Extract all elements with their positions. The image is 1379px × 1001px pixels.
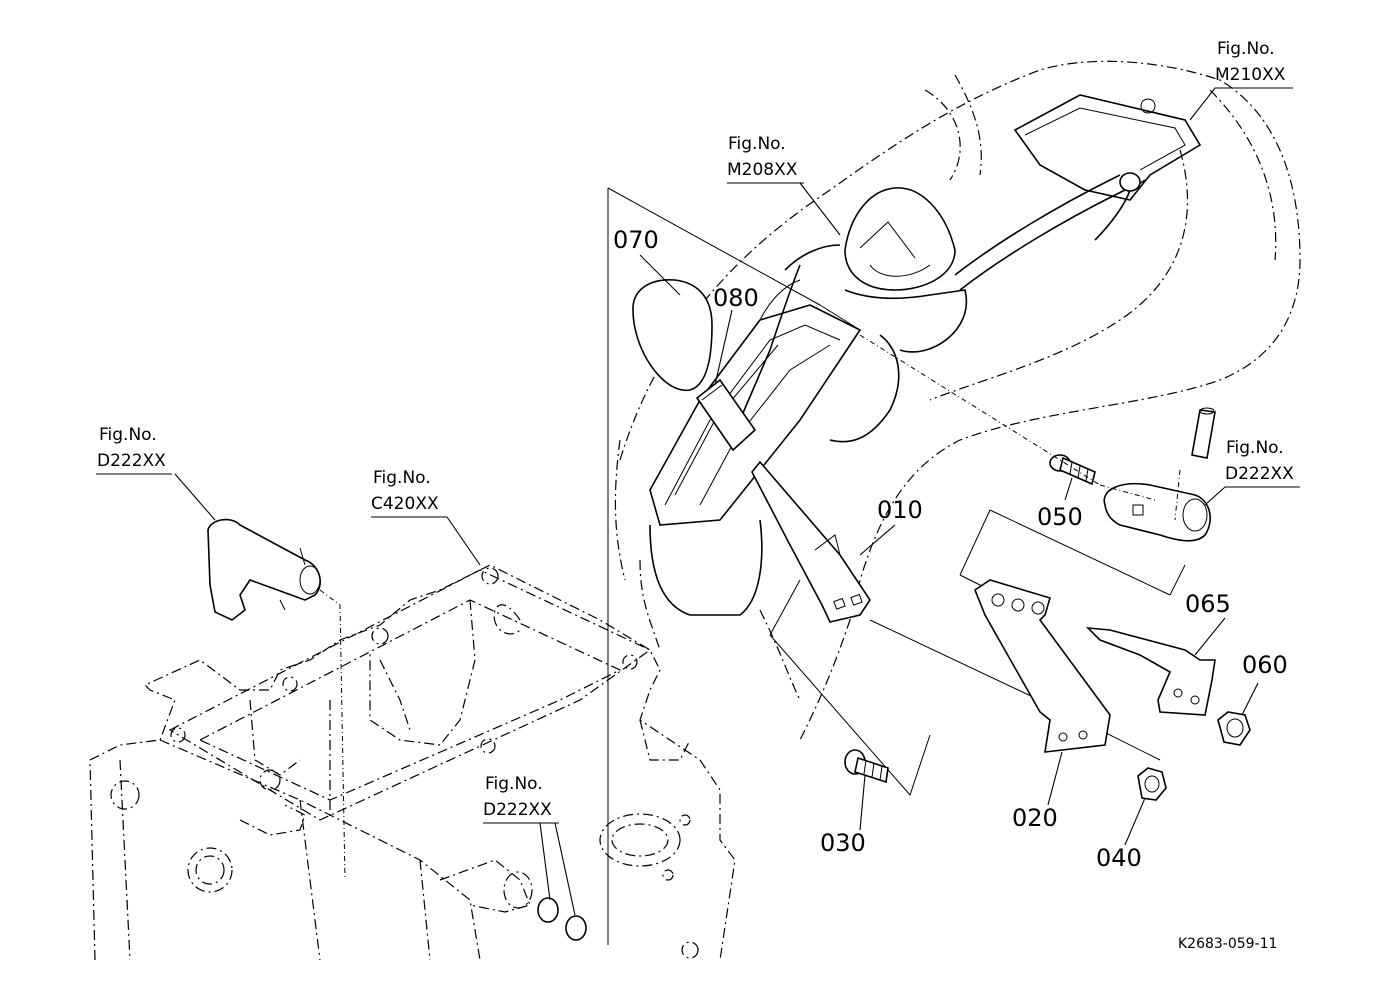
label-010: 010 <box>877 496 923 524</box>
part-070-cover <box>632 279 713 391</box>
fig-ref-d222-bottom: Fig.No. D222XX <box>483 774 552 820</box>
label-030: 030 <box>820 829 866 857</box>
shift-lever-left <box>207 518 346 881</box>
lever-bracket-right <box>1103 407 1216 542</box>
fig-ref-c420: Fig.No. C420XX <box>371 468 439 514</box>
part-010-bracket <box>751 460 871 623</box>
fender-outline <box>614 60 1301 741</box>
part-labels: 010 020 030 040 050 060 065 070 080 <box>613 226 1288 872</box>
figure-references: Fig.No. M210XX Fig.No. M208XX Fig.No. D2… <box>97 39 1294 820</box>
svg-text:C420XX: C420XX <box>371 494 439 514</box>
svg-text:Fig.No.: Fig.No. <box>99 425 157 445</box>
fig-ref-d222-right: Fig.No. D222XX <box>1225 438 1294 484</box>
lever-guide-panel <box>649 244 862 616</box>
fig-ref-m208: Fig.No. M208XX <box>727 134 798 180</box>
drawing-code: K2683-059-11 <box>1178 936 1277 952</box>
svg-text:D222XX: D222XX <box>97 451 166 471</box>
label-020: 020 <box>1012 804 1058 832</box>
svg-text:M210XX: M210XX <box>1215 65 1286 85</box>
label-065: 065 <box>1185 590 1231 618</box>
transmission-case <box>89 564 736 961</box>
label-080: 080 <box>713 284 759 312</box>
part-065-clip <box>1085 627 1216 716</box>
svg-text:D222XX: D222XX <box>1225 464 1294 484</box>
label-060: 060 <box>1242 651 1288 679</box>
svg-text:Fig.No.: Fig.No. <box>728 134 786 154</box>
label-070: 070 <box>613 226 659 254</box>
svg-text:Fig.No.: Fig.No. <box>1226 438 1284 458</box>
label-050: 050 <box>1037 503 1083 531</box>
part-060-nut <box>1217 711 1251 746</box>
fig-ref-m210: Fig.No. M210XX <box>1215 39 1286 85</box>
part-030-bolt <box>844 749 889 784</box>
part-050-bolt <box>1049 454 1096 486</box>
svg-text:D222XX: D222XX <box>483 800 552 820</box>
part-040-nut <box>1137 767 1167 801</box>
part-080-plate <box>695 378 757 452</box>
label-040: 040 <box>1096 844 1142 872</box>
leader-lines <box>96 87 1300 916</box>
part-020-bracket <box>974 579 1111 753</box>
svg-text:Fig.No.: Fig.No. <box>373 468 431 488</box>
shift-console <box>739 94 1202 443</box>
svg-text:Fig.No.: Fig.No. <box>1217 39 1275 59</box>
fig-ref-d222-left: Fig.No. D222XX <box>97 425 166 471</box>
knob-section-frame <box>607 187 861 945</box>
svg-text:M208XX: M208XX <box>727 160 798 180</box>
svg-text:Fig.No.: Fig.No. <box>485 774 543 794</box>
